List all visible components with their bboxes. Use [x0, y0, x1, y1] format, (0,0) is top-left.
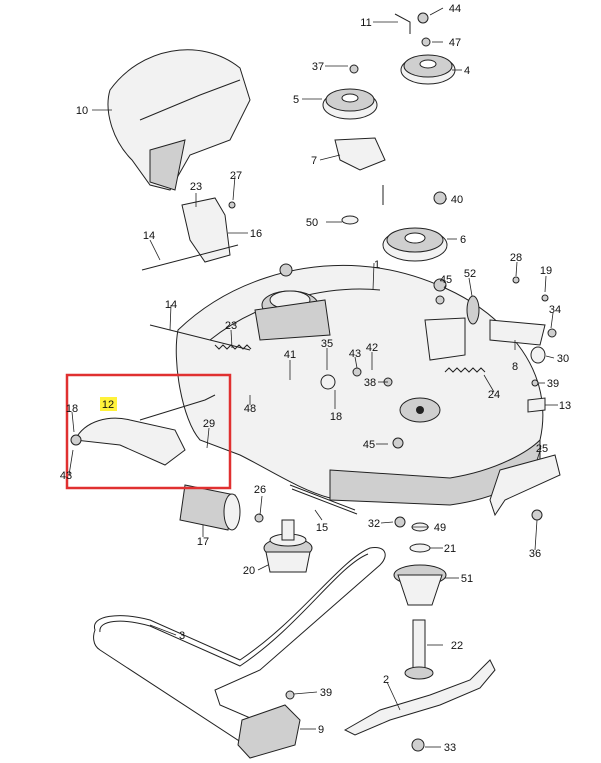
callout-47: 47: [449, 37, 461, 49]
gearbox-9: [237, 690, 301, 759]
callout-33: 33: [444, 742, 456, 754]
spindle-51: [393, 522, 447, 606]
callout-10: 10: [76, 105, 88, 117]
callout-14-mid: 14: [165, 299, 177, 311]
callout-labels: 44 11 47 37 4 5 10 7 40 1 50 6 23 27 16 …: [60, 3, 571, 754]
callout-40: 40: [451, 194, 463, 206]
left-spindle-on-deck: [254, 290, 331, 341]
lift-arm-12: [70, 394, 216, 466]
bracket-8: [424, 295, 546, 361]
callout-14-top: 14: [143, 230, 155, 242]
idler-arm-7: [334, 137, 386, 171]
callout-3: 3: [179, 630, 185, 642]
callout-44: 44: [449, 3, 461, 15]
callout-51: 51: [461, 573, 473, 585]
leader-lines: [68, 7, 558, 748]
springs: [214, 344, 486, 373]
callout-25: 25: [536, 443, 548, 455]
spindle-20: [263, 519, 313, 573]
callout-16: 16: [250, 228, 262, 240]
callout-4: 4: [464, 65, 470, 77]
callout-45-deck: 45: [363, 439, 375, 451]
idler-pulley-4: [400, 54, 456, 85]
callout-34: 34: [549, 304, 561, 316]
callout-43-mid: 43: [349, 348, 361, 360]
callout-32: 32: [368, 518, 380, 530]
callout-42: 42: [366, 342, 378, 354]
roller-17: [179, 484, 241, 531]
callout-1: 1: [374, 259, 380, 271]
callout-29: 29: [203, 418, 215, 430]
idler-pulley-5: [322, 88, 378, 120]
callout-6: 6: [460, 234, 466, 246]
callout-8: 8: [512, 361, 518, 373]
callout-36: 36: [529, 548, 541, 560]
callout-39-right: 39: [547, 378, 559, 390]
deck-cover: [107, 49, 251, 191]
bracket-16: [141, 197, 251, 351]
callout-23-mid: 23: [225, 320, 237, 332]
callout-17: 17: [197, 536, 209, 548]
fasteners: [228, 201, 557, 528]
callout-11: 11: [360, 17, 371, 29]
label-marker-12: [100, 397, 117, 411]
callout-15: 15: [316, 522, 328, 534]
blade-2: [343, 659, 496, 752]
center-pulley-6: [382, 227, 448, 262]
callout-50: 50: [306, 217, 318, 229]
callout-37: 37: [312, 61, 324, 73]
callout-38: 38: [364, 377, 376, 389]
callout-43-left: 43: [60, 470, 72, 482]
callout-27: 27: [230, 170, 242, 182]
belt-3: [93, 546, 386, 749]
callout-7: 7: [311, 155, 317, 167]
shaft-22: [404, 619, 434, 680]
callout-18-center: 18: [330, 411, 342, 423]
callout-24: 24: [488, 389, 500, 401]
callout-41: 41: [284, 349, 296, 361]
callout-45-top: 45: [440, 274, 452, 286]
bumper-25: [489, 454, 561, 517]
rod-15: [289, 484, 358, 515]
callout-39-bottom: 39: [320, 687, 332, 699]
callout-13: 13: [559, 400, 571, 412]
callout-52: 52: [464, 268, 476, 280]
callout-18-left: 18: [66, 403, 78, 415]
callout-35: 35: [321, 338, 333, 350]
callout-12: 12: [102, 399, 114, 411]
highlight-box: [65, 373, 232, 490]
callout-2: 2: [383, 674, 389, 686]
callout-49: 49: [434, 522, 446, 534]
small-parts-top: [341, 12, 447, 225]
callout-19: 19: [540, 265, 552, 277]
callout-9: 9: [318, 724, 324, 736]
callout-5: 5: [293, 94, 299, 106]
callout-28: 28: [510, 252, 522, 264]
callout-22: 22: [451, 640, 463, 652]
callout-48: 48: [244, 403, 256, 415]
callout-21: 21: [444, 543, 456, 555]
callout-30: 30: [557, 353, 569, 365]
callout-20: 20: [243, 565, 255, 577]
callout-26: 26: [254, 484, 266, 496]
callout-23-top: 23: [190, 181, 202, 193]
